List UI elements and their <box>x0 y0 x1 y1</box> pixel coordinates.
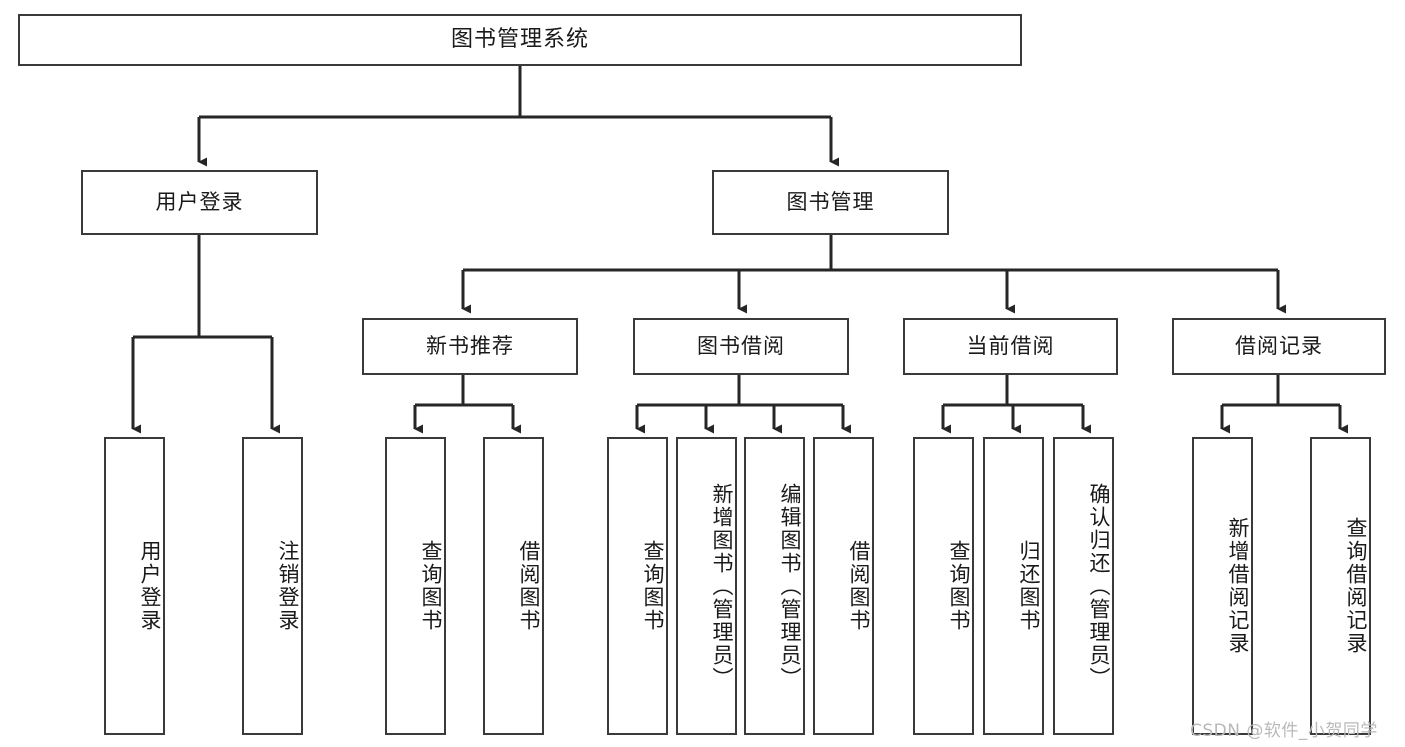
node-label: 借阅记录 <box>1235 333 1323 358</box>
leaf-confirm-return[interactable]: 确认归还（管理员） <box>1053 437 1114 735</box>
node-label: 借阅图书 <box>517 540 541 632</box>
leaf-query-borrow-record[interactable]: 查询借阅记录 <box>1310 437 1371 735</box>
leaf-query-book-2[interactable]: 查询图书 <box>607 437 668 735</box>
node-label: 查询借阅记录 <box>1344 517 1368 655</box>
leaf-borrow-book-2[interactable]: 借阅图书 <box>813 437 874 735</box>
node-book-management[interactable]: 图书管理 <box>712 170 949 235</box>
node-label: 图书管理 <box>786 189 875 214</box>
node-label: 编辑图书（管理员） <box>778 482 802 690</box>
node-label: 新增借阅记录 <box>1226 517 1250 655</box>
node-label: 用户登录 <box>138 540 162 632</box>
node-label: 图书借阅 <box>697 333 785 358</box>
leaf-logout[interactable]: 注销登录 <box>242 437 303 735</box>
node-user-login[interactable]: 用户登录 <box>81 170 318 235</box>
node-label: 新书推荐 <box>426 333 514 358</box>
node-label: 用户登录 <box>155 189 244 214</box>
leaf-user-login[interactable]: 用户登录 <box>104 437 165 735</box>
node-root-book-management-system[interactable]: 图书管理系统 <box>18 14 1022 66</box>
leaf-add-book[interactable]: 新增图书（管理员） <box>676 437 737 735</box>
node-label: 确认归还（管理员） <box>1087 482 1111 690</box>
node-label: 查询图书 <box>947 540 971 632</box>
node-label: 当前借阅 <box>966 333 1055 358</box>
node-label: 新增图书（管理员） <box>710 482 734 690</box>
leaf-return-book[interactable]: 归还图书 <box>983 437 1044 735</box>
leaf-borrow-book-1[interactable]: 借阅图书 <box>483 437 544 735</box>
node-label: 查询图书 <box>419 540 443 632</box>
csdn-watermark: CSDN @软件_小贺同学 <box>1190 721 1378 741</box>
node-label: 归还图书 <box>1017 540 1041 632</box>
node-label: 图书管理系统 <box>450 26 589 52</box>
node-label: 注销登录 <box>276 540 300 632</box>
node-label: 借阅图书 <box>847 540 871 632</box>
leaf-query-book-1[interactable]: 查询图书 <box>385 437 446 735</box>
leaf-edit-book[interactable]: 编辑图书（管理员） <box>744 437 805 735</box>
node-new-book-recommend[interactable]: 新书推荐 <box>362 318 578 375</box>
node-book-borrow[interactable]: 图书借阅 <box>633 318 849 375</box>
node-label: 查询图书 <box>641 540 665 632</box>
node-current-borrow[interactable]: 当前借阅 <box>903 318 1118 375</box>
node-borrow-record[interactable]: 借阅记录 <box>1172 318 1386 375</box>
leaf-query-book-3[interactable]: 查询图书 <box>913 437 974 735</box>
leaf-add-borrow-record[interactable]: 新增借阅记录 <box>1192 437 1253 735</box>
